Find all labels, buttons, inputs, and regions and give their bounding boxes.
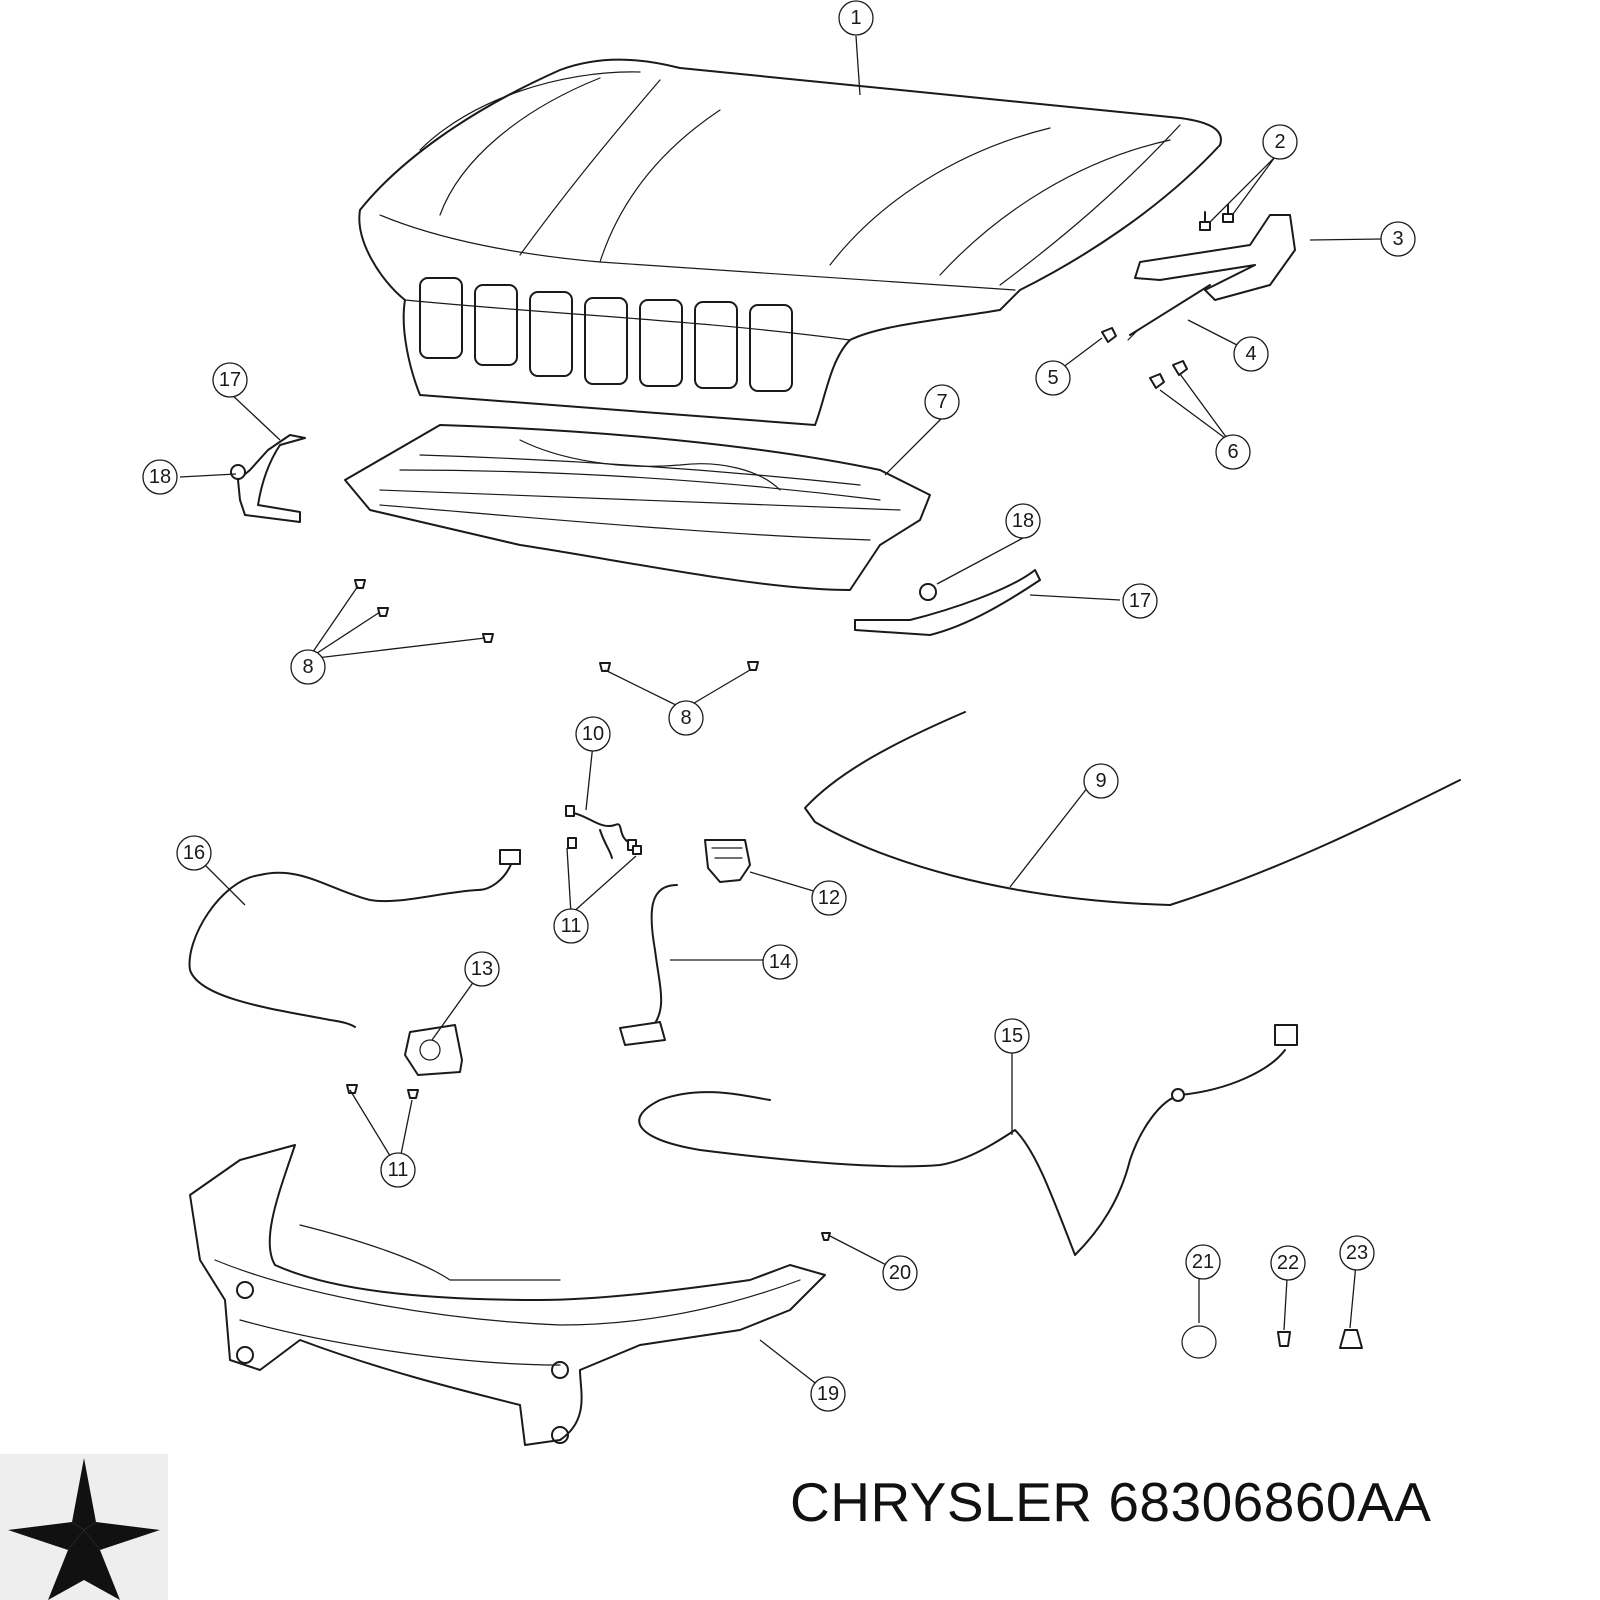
callout-21: 21	[1185, 1244, 1221, 1280]
svg-text:9: 9	[1095, 770, 1106, 792]
svg-text:15: 15	[1001, 1025, 1023, 1047]
radiator-support-19	[189, 1144, 826, 1446]
hood-latch-12	[704, 839, 751, 883]
svg-text:3: 3	[1392, 228, 1403, 250]
callout-8-left: 8	[290, 649, 326, 685]
callout-20: 20	[882, 1255, 918, 1291]
svg-text:16: 16	[183, 842, 205, 864]
part-caption: CHRYSLER 68306860AA	[790, 1470, 1550, 1534]
part-number: 68306860AA	[1108, 1471, 1432, 1533]
callout-9: 9	[1083, 763, 1119, 799]
hinge-assembly	[1127, 204, 1296, 341]
svg-text:4: 4	[1245, 343, 1256, 365]
callout-12: 12	[811, 880, 847, 916]
callout-17-left: 17	[212, 362, 248, 398]
callout-18-left: 18	[142, 459, 178, 495]
hood-insulator-part	[344, 424, 931, 591]
hood-part	[358, 58, 1222, 426]
plug-21	[1181, 1325, 1217, 1359]
fastener-20	[821, 1232, 831, 1241]
callout-10: 10	[575, 716, 611, 752]
svg-text:2: 2	[1274, 131, 1285, 153]
callout-14: 14	[762, 944, 798, 980]
release-cable-14	[619, 884, 678, 1046]
callout-11-bottom: 11	[380, 1152, 416, 1188]
svg-text:10: 10	[582, 723, 604, 745]
chrysler-pentastar-logo	[0, 1454, 168, 1600]
callout-19: 19	[810, 1376, 846, 1412]
svg-text:17: 17	[1129, 590, 1151, 612]
svg-text:11: 11	[388, 1159, 409, 1181]
callout-18-right: 18	[1005, 503, 1041, 539]
callout-16: 16	[176, 835, 212, 871]
safety-catch-left	[230, 434, 306, 523]
fasteners-11-top	[567, 837, 642, 855]
callout-13: 13	[464, 951, 500, 987]
callout-2: 2	[1262, 124, 1298, 160]
svg-text:18: 18	[1012, 510, 1034, 532]
callout-11-top: 11	[553, 908, 589, 944]
safety-catch-right	[854, 569, 1041, 636]
svg-text:8: 8	[302, 656, 313, 678]
callout-22: 22	[1270, 1245, 1306, 1281]
svg-text:14: 14	[769, 951, 791, 973]
hood-seal-part	[804, 711, 1461, 906]
svg-text:11: 11	[561, 915, 582, 937]
svg-text:6: 6	[1227, 441, 1238, 463]
clips-8	[354, 579, 759, 672]
fasteners-6	[1149, 360, 1188, 389]
callout-8-right: 8	[668, 700, 704, 736]
grommet-23	[1339, 1329, 1363, 1349]
svg-text:7: 7	[936, 391, 947, 413]
release-cable-16	[188, 849, 521, 1028]
svg-text:5: 5	[1047, 367, 1058, 389]
svg-text:23: 23	[1346, 1242, 1368, 1264]
callout-3: 3	[1380, 221, 1416, 257]
callout-15: 15	[994, 1018, 1030, 1054]
hood-latch-13	[404, 1024, 463, 1076]
callout-17-right: 17	[1122, 583, 1158, 619]
callout-1: 1	[838, 0, 874, 36]
svg-text:1: 1	[850, 7, 861, 29]
callout-4: 4	[1233, 336, 1269, 372]
callout-7: 7	[924, 384, 960, 420]
callout-5: 5	[1035, 360, 1071, 396]
svg-text:21: 21	[1192, 1251, 1214, 1273]
clip-22	[1277, 1331, 1291, 1347]
svg-text:13: 13	[471, 958, 493, 980]
brand-name: CHRYSLER	[790, 1471, 1093, 1533]
svg-text:22: 22	[1277, 1252, 1299, 1274]
fasteners-11-bottom	[346, 1084, 419, 1099]
svg-text:19: 19	[817, 1383, 839, 1405]
svg-text:17: 17	[219, 369, 241, 391]
leader-lines	[179, 35, 1383, 1394]
wiring-10	[565, 805, 637, 859]
svg-text:20: 20	[889, 1262, 911, 1284]
callout-6: 6	[1215, 434, 1251, 470]
fastener-5	[1101, 327, 1117, 343]
release-cable-15	[638, 1024, 1298, 1256]
callout-23: 23	[1339, 1235, 1375, 1271]
svg-text:18: 18	[149, 466, 171, 488]
svg-text:12: 12	[818, 887, 840, 909]
svg-text:8: 8	[680, 707, 691, 729]
